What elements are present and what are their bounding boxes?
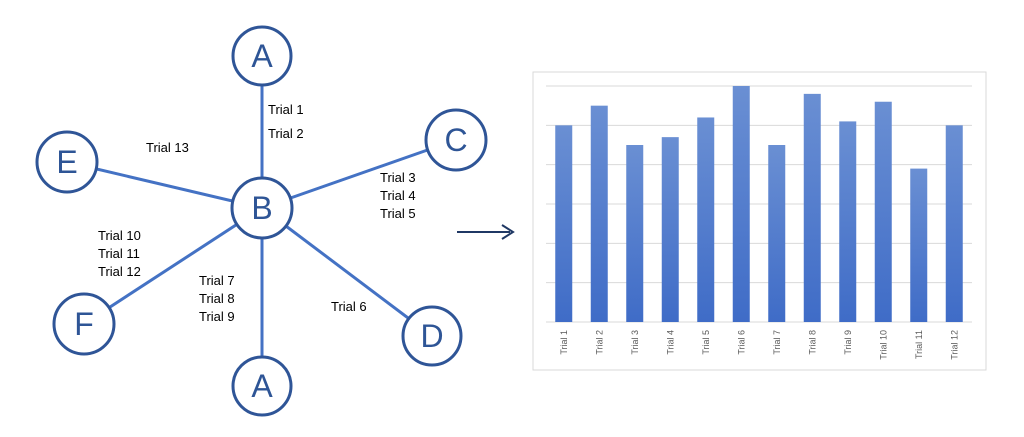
chart-bar [732,86,750,322]
chart-bar [768,145,786,322]
bar-chart: Trial 1 Trial 2 Trial 3 Trial 4 Trial 5 Trial… [532,71,987,371]
chart-x-tick-label: Trial 9 [843,330,853,355]
chart-x-tick-label: Trial 6 [736,330,746,355]
edge-labels-layer: Trial 1 Trial 2 Trial 3 Trial 4 Trial 5 … [98,102,416,324]
chart-gridlines [546,85,972,323]
chart-bar [697,117,715,322]
chart-bar [661,137,679,322]
edge-b-e [66,160,263,210]
edge-label: Trial 7 [199,273,235,288]
node-label: B [251,190,272,226]
edge-label: Trial 2 [268,126,304,141]
nodes-layer: A B C D E F A [35,25,488,417]
node-c[interactable]: C [424,108,488,172]
chart-bar [945,125,963,322]
edge-label: Trial 5 [380,206,416,221]
chart-bar [874,101,892,322]
node-f[interactable]: F [52,292,116,356]
edge-label: Trial 12 [98,264,141,279]
node-b[interactable]: B [230,176,294,240]
chart-bar [839,121,857,323]
node-label: A [251,38,273,74]
chart-x-tick-label: Trial 1 [559,330,569,355]
node-a-top[interactable]: A [231,25,293,87]
edge-b-d [261,206,433,338]
edge-label: Trial 11 [98,246,140,261]
node-label: A [251,368,273,404]
chart-x-tick-label: Trial 10 [878,330,888,360]
chart-x-tick-label: Trial 12 [949,330,959,360]
node-label: C [444,122,467,158]
chart-bar [803,93,821,322]
node-label: F [74,306,94,342]
node-label: D [420,318,443,354]
edge-label: Trial 9 [199,309,235,324]
chart-bar [555,125,573,322]
chart-x-tick-label: Trial 2 [594,330,604,355]
chart-bars [555,86,963,323]
chart-x-tick-labels: Trial 1 Trial 2 Trial 3 Trial 4 Trial 5 Trial… [559,330,960,360]
edge-label: Trial 6 [331,299,367,314]
edge-label: Trial 8 [199,291,235,306]
chart-x-tick-label: Trial 11 [914,330,924,359]
chart-bar [910,168,928,322]
edge-label: Trial 3 [380,170,416,185]
node-a-bottom[interactable]: A [231,355,293,417]
edge-b-f [83,206,263,326]
node-label: E [56,144,77,180]
chart-bar [626,145,644,322]
node-e[interactable]: E [35,130,99,194]
edge-label: Trial 1 [268,102,304,117]
chart-x-tick-label: Trial 4 [665,330,675,355]
chart-x-tick-label: Trial 5 [701,330,711,355]
chart-x-tick-label: Trial 3 [630,330,640,355]
chart-bar [590,105,608,323]
edge-b-c [261,138,457,210]
edge-label: Trial 13 [146,140,189,155]
node-d[interactable]: D [401,305,463,367]
chart-x-tick-label: Trial 7 [772,330,782,355]
chart-x-tick-label: Trial 8 [807,330,817,355]
edge-label: Trial 4 [380,188,416,203]
edge-label: Trial 10 [98,228,141,243]
arrow-right-icon [457,224,515,240]
